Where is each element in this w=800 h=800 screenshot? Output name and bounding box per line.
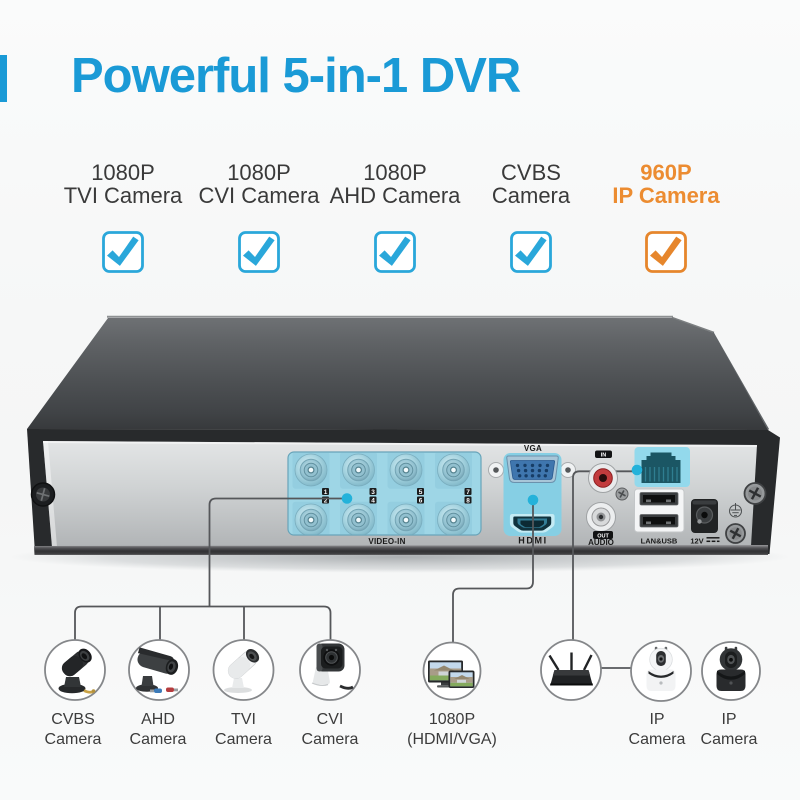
svg-text:VIDEO-IN: VIDEO-IN	[368, 537, 405, 546]
svg-text:4: 4	[371, 498, 375, 505]
svg-text:8: 8	[466, 498, 470, 505]
svg-text:IN: IN	[601, 452, 607, 458]
svg-text:5: 5	[419, 489, 423, 496]
svg-text:AUDIO: AUDIO	[588, 538, 614, 547]
svg-text:VGA: VGA	[524, 444, 542, 453]
svg-text:LAN&USB: LAN&USB	[641, 537, 678, 546]
svg-text:2: 2	[324, 498, 328, 505]
svg-text:6: 6	[419, 498, 423, 505]
svg-text:1: 1	[324, 489, 328, 496]
svg-text:7: 7	[466, 489, 470, 496]
svg-text:3: 3	[371, 489, 375, 496]
svg-text:OUT: OUT	[597, 533, 609, 539]
svg-text:12V: 12V	[690, 537, 703, 546]
